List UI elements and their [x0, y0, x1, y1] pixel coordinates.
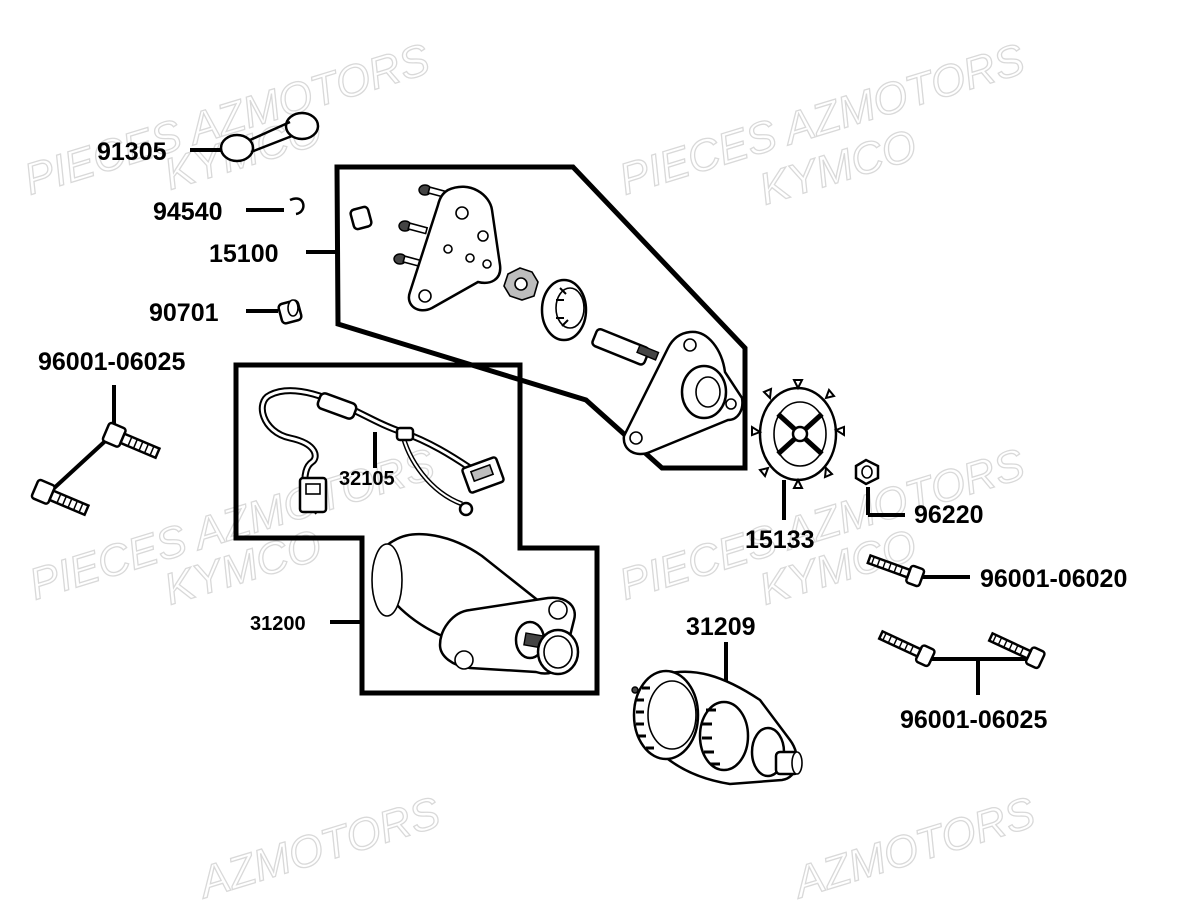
label-91305: 91305 [97, 138, 167, 166]
bolt-icon-right [877, 629, 1046, 670]
bolt-icon-06020 [866, 553, 926, 588]
starter-plate-icon [349, 184, 744, 456]
starter-clutch-icon [631, 669, 803, 786]
group-box-31200 [233, 362, 600, 696]
leader-lines [112, 148, 1032, 695]
label-32105: 32105 [339, 468, 395, 490]
label-31209: 31209 [686, 613, 756, 641]
label-96001-06025-right: 96001-06025 [900, 706, 1047, 734]
wire-harness-icon [258, 387, 505, 517]
label-15100: 15100 [209, 240, 279, 268]
label-96001-06020: 96001-06020 [980, 565, 1127, 593]
label-31200: 31200 [250, 613, 306, 635]
label-90701: 90701 [149, 299, 219, 327]
watermark-bottom-right: AZMOTORS [786, 788, 1041, 900]
watermark-bottom-left: AZMOTORS [191, 788, 446, 900]
starter-motor-icon [371, 532, 580, 676]
collar-icon [277, 299, 303, 325]
label-94540: 94540 [153, 198, 223, 226]
nut-icon [854, 458, 880, 486]
label-96001-06025-left: 96001-06025 [38, 348, 185, 376]
group-box-15100 [334, 164, 748, 471]
part-labels: 91305 94540 15100 90701 96001-06025 3210… [38, 138, 1127, 734]
label-15133: 15133 [745, 526, 815, 554]
o-ring-icon [219, 111, 320, 163]
sprocket-icon [751, 379, 845, 489]
label-96220: 96220 [914, 501, 984, 529]
clip-icon [289, 197, 305, 216]
bolt-icon-left [30, 421, 162, 517]
